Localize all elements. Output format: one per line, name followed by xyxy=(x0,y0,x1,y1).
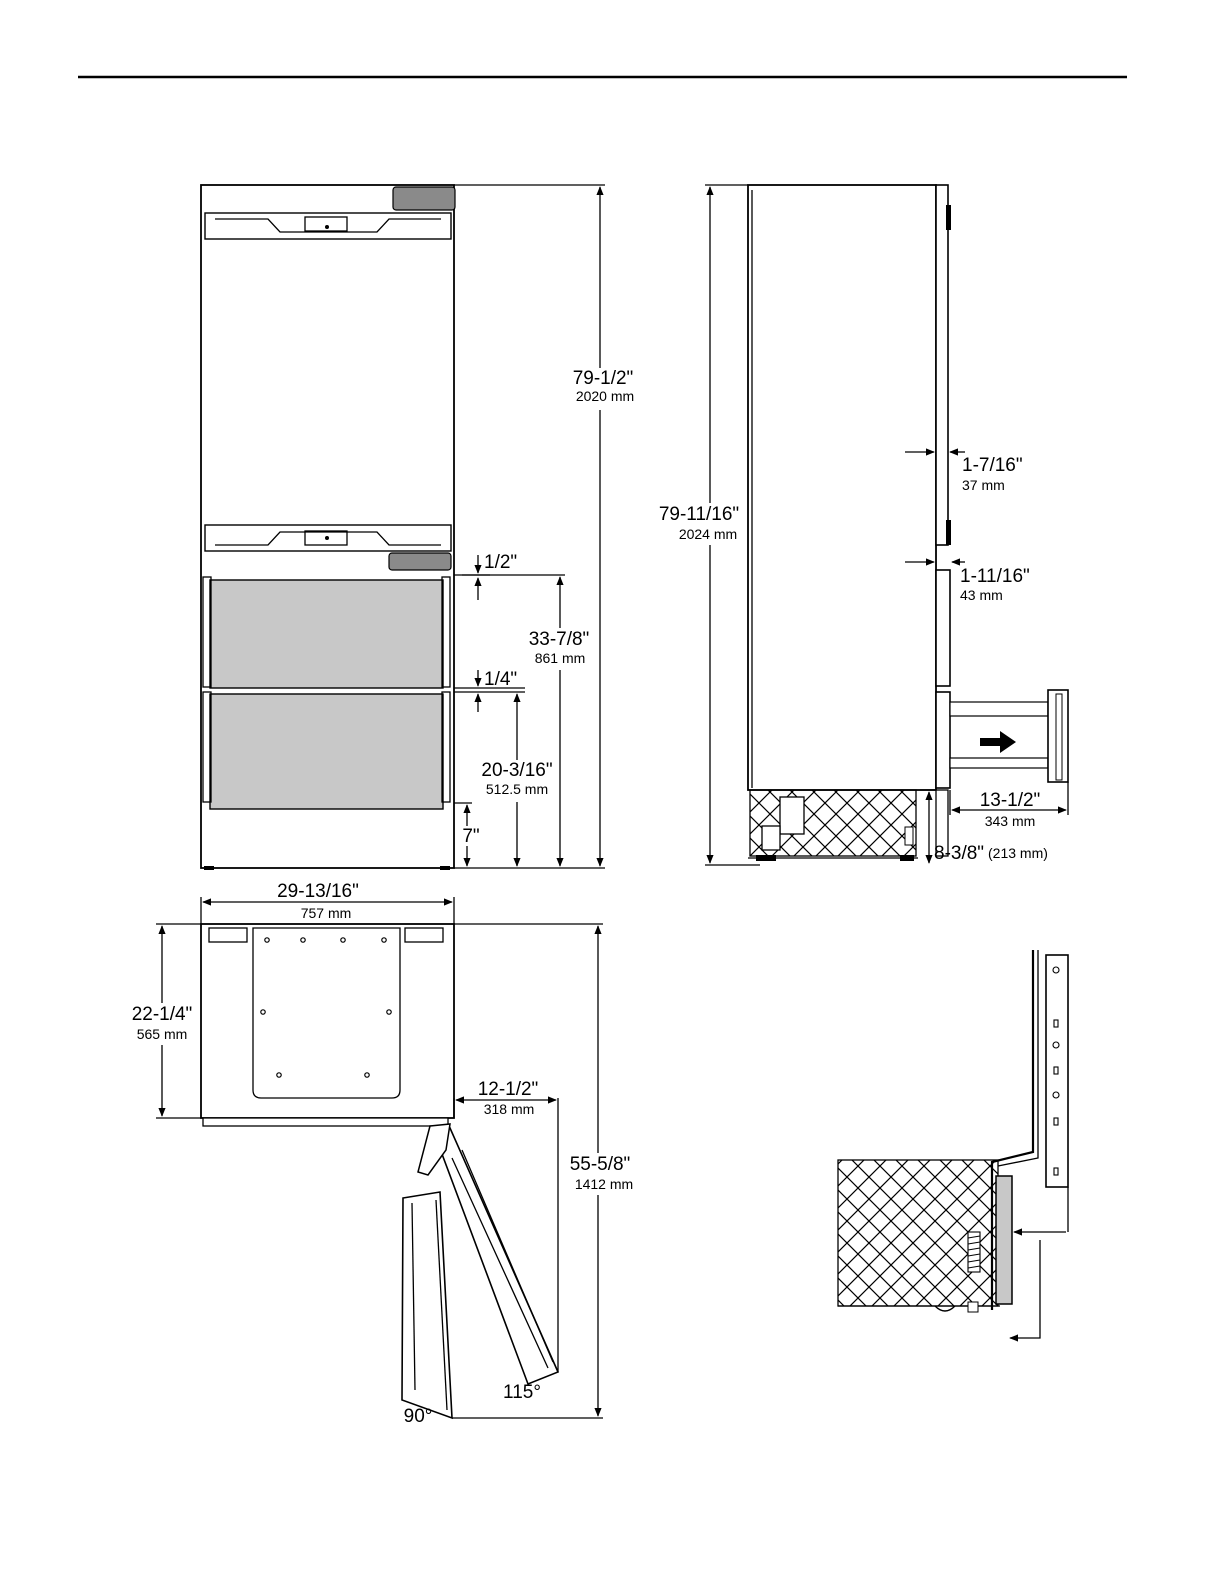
detail-toe-kick-plate xyxy=(996,1176,1012,1304)
drawer-thickness-mm-label: 43 mm xyxy=(960,587,1003,603)
top-hinge-bracket xyxy=(393,187,455,210)
side-lower-drawer-front xyxy=(936,692,950,788)
door-thickness-mm-label: 37 mm xyxy=(962,477,1005,493)
lower-zone-mm-label: 512.5 mm xyxy=(486,781,548,797)
side-upper-drawer-front xyxy=(936,570,950,686)
angle-90-label: 90° xyxy=(404,1406,433,1427)
toe-kick-label: 7" xyxy=(462,826,479,847)
toe-kick-detail-view xyxy=(838,950,1068,1338)
top-depth-mm-label: 565 mm xyxy=(137,1026,188,1042)
swing-depth-label: 55-5/8" xyxy=(570,1154,631,1175)
gap-top-label: 1/2" xyxy=(484,552,517,573)
pull-direction-arrow xyxy=(980,731,1016,753)
front-height-mm-label: 2020 mm xyxy=(576,388,634,404)
upper-drawer-panel xyxy=(210,580,443,688)
angle-115-label: 115° xyxy=(503,1382,541,1403)
door-swing-115 xyxy=(436,1128,558,1384)
side-cabinet-outline xyxy=(748,185,936,790)
compressor-box xyxy=(780,797,804,834)
lower-zone-label: 20-3/16" xyxy=(481,760,552,781)
gap-mid-label: 1/4" xyxy=(484,669,517,690)
top-depth-label: 22-1/4" xyxy=(132,1004,193,1025)
side-door-edge xyxy=(936,185,948,545)
door-swing-90 xyxy=(402,1192,452,1418)
top-cabinet-outline xyxy=(201,924,454,1118)
detail-leader-arrow xyxy=(1010,1240,1040,1338)
top-width-mm-label: 757 mm xyxy=(301,905,352,921)
upper-door-rail xyxy=(205,213,451,239)
drawer-extension-label: 13-1/2" xyxy=(980,790,1041,811)
mid-hinge-bracket xyxy=(389,553,451,570)
drawer-extension-mm-label: 343 mm xyxy=(985,813,1036,829)
door-thickness-label: 1-7/16" xyxy=(962,455,1023,476)
front-foot-right xyxy=(440,866,450,870)
side-height-mm-label: 2024 mm xyxy=(679,526,737,542)
side-rear-bracket xyxy=(762,826,780,850)
lower-drawer-panel xyxy=(210,694,443,809)
side-height-label: 79-11/16" xyxy=(659,504,739,525)
front-height-label: 79-1/2" xyxy=(573,368,634,389)
top-width-label: 29-13/16" xyxy=(277,881,359,902)
extended-drawer xyxy=(950,690,1068,782)
drawer-thickness-label: 1-11/16" xyxy=(960,566,1030,587)
top-view: 29-13/16" 757 mm 22-1/4" 565 mm 12-1/2" … xyxy=(126,881,636,1427)
drawer-zone-mm-label: 861 mm xyxy=(535,650,586,666)
door-offset-label: 12-1/2" xyxy=(478,1079,539,1100)
base-height-label: 8-3/8" xyxy=(934,843,984,864)
detail-door-panel xyxy=(1046,955,1068,1187)
front-foot-left xyxy=(204,866,214,870)
door-offset-mm-label: 318 mm xyxy=(484,1101,535,1117)
drawer-zone-label: 33-7/8" xyxy=(529,629,590,650)
side-view: 79-11/16" 2024 mm 1-7/16" 37 mm 1-11/16"… xyxy=(656,185,1068,865)
front-view: 79-1/2" 2020 mm 33-7/8" 861 mm 1/2" 1/4"… xyxy=(201,185,638,870)
base-height-mm-label: (213 mm) xyxy=(988,845,1048,861)
door-hinge-arm xyxy=(418,1124,450,1175)
lower-door-rail xyxy=(205,525,451,551)
swing-depth-mm-label: 1412 mm xyxy=(575,1176,633,1192)
